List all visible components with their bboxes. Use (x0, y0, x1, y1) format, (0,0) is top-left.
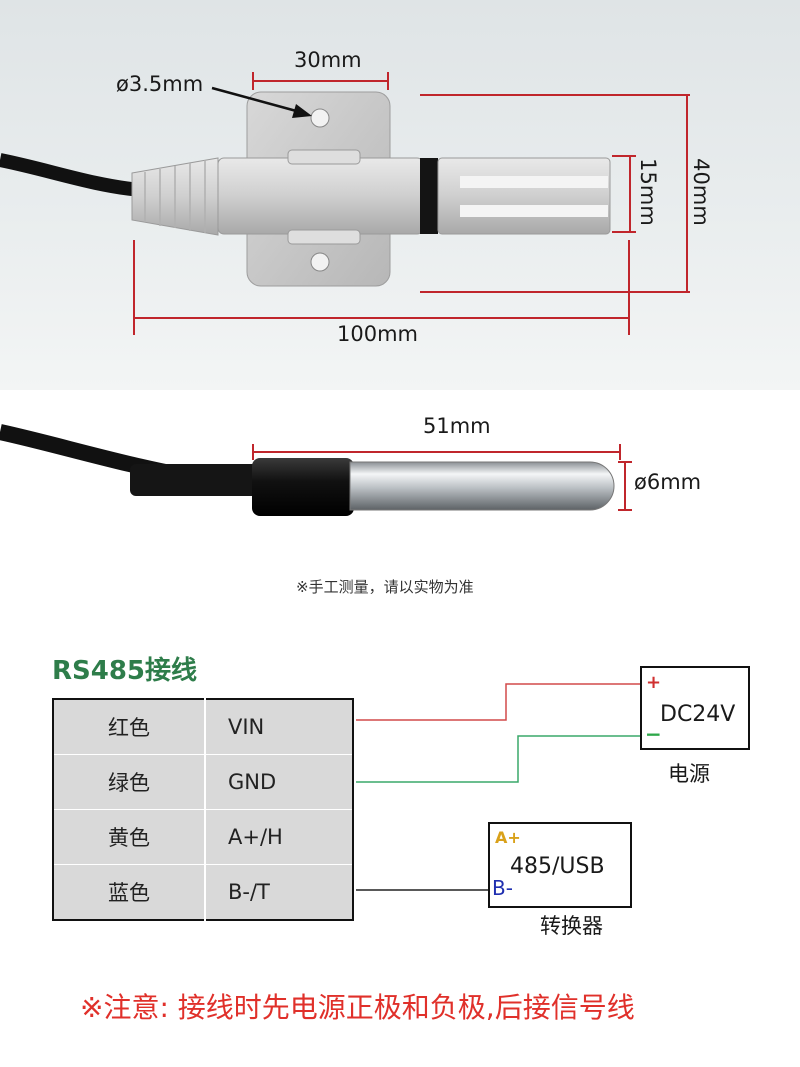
wire-signal-gnd: GND (204, 754, 354, 810)
table-row: 绿色 GND (52, 754, 354, 810)
sensor-illustration (0, 72, 690, 516)
table-row: 蓝色 B-/T (52, 864, 354, 921)
dim-probe-height: 15mm (635, 158, 660, 226)
wire-signal-a: A+/H (204, 809, 354, 865)
power-plus: + (646, 672, 662, 693)
power-supply-box (640, 666, 750, 750)
wire-color-blue: 蓝色 (52, 864, 206, 921)
mount-hole-bottom (310, 252, 330, 272)
converter-box (488, 822, 632, 908)
probe-head (437, 157, 611, 235)
table-row: 黄色 A+/H (52, 809, 354, 865)
power-label: DC24V (660, 702, 736, 727)
table-row: 红色 VIN (52, 698, 354, 755)
wire-color-red: 红色 (52, 698, 206, 755)
steel-probe (349, 461, 615, 511)
dim-hole-diameter: ø3.5mm (116, 72, 204, 96)
sensor-body (217, 157, 424, 235)
cable-top (0, 153, 141, 197)
dim-mount-width: 30mm (294, 48, 362, 72)
measurement-note: ※手工测量，请以实物为准 (296, 578, 474, 596)
converter-caption: 转换器 (540, 914, 603, 938)
dim-steel-diameter: ø6mm (634, 470, 702, 494)
dim-total-length: 100mm (337, 322, 418, 346)
wire-red (356, 683, 642, 721)
connection-wires (356, 683, 642, 891)
mount-hole-top (310, 108, 330, 128)
black-ring (420, 158, 438, 234)
wiring-table: 红色 VIN 绿色 GND 黄色 A+/H 蓝色 B-/T (52, 698, 354, 921)
converter-label: 485/USB (510, 854, 605, 879)
converter-b-minus: B- (492, 876, 513, 900)
wiring-warning: ※注意: 接线时先电源正极和负极,后接信号线 (80, 991, 635, 1024)
heat-shrink-sleeve (252, 458, 354, 516)
power-minus: − (645, 722, 662, 746)
dim-steel-length: 51mm (423, 414, 491, 438)
wire-signal-vin: VIN (204, 698, 354, 755)
wiring-title: RS485接线 (52, 656, 198, 686)
wire-green (356, 735, 642, 783)
wire-signal-b: B-/T (204, 864, 354, 921)
dim-total-height: 40mm (688, 158, 713, 226)
power-caption: 电源 (668, 762, 710, 786)
converter-a-plus: A+ (495, 828, 521, 847)
wire-color-yellow: 黄色 (52, 809, 206, 865)
wire-color-green: 绿色 (52, 754, 206, 810)
dimension-lines (133, 72, 690, 511)
